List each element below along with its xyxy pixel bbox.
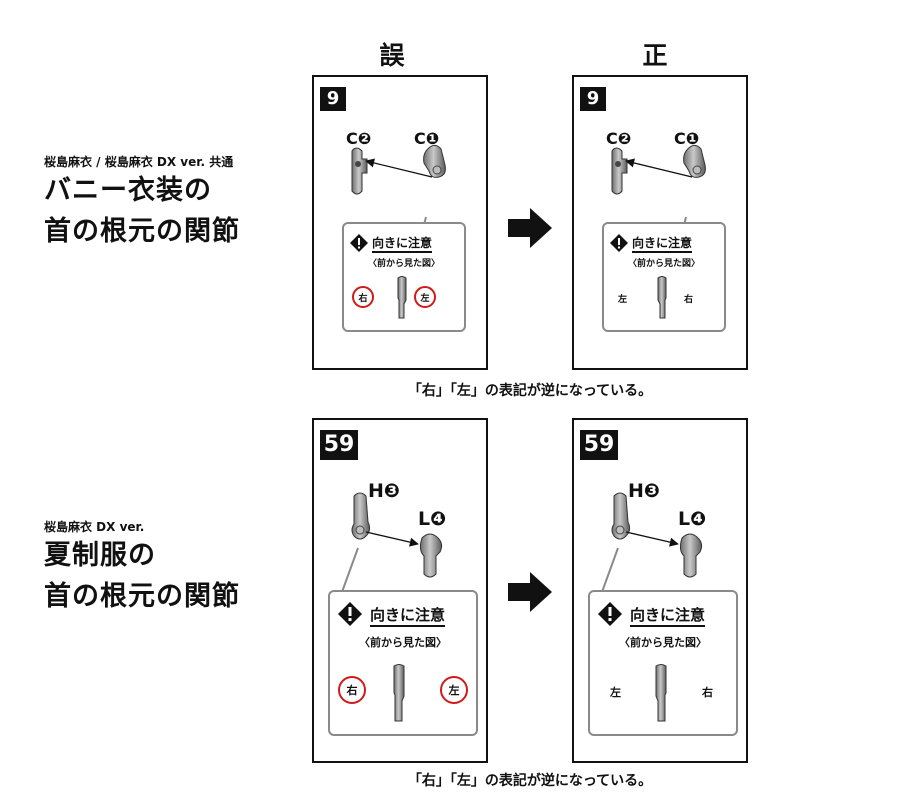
wrong-header: 誤 xyxy=(379,41,405,70)
section2-title-line1: 夏制服の xyxy=(44,540,156,571)
instruction-panel-wrong: 9 C❷ C❶ 向きに注意 〈前から見た図〉 右 左 xyxy=(312,75,488,370)
section2-caption: 「右」「左」の表記が逆になっている。 xyxy=(407,773,653,789)
neck-joint-part-l4 xyxy=(679,533,703,578)
part-label-c2: C❷ xyxy=(346,129,372,148)
direction-label-left: 左 xyxy=(618,295,628,305)
part-front-view xyxy=(393,664,405,722)
arrow-right-icon xyxy=(508,208,552,248)
warning-icon xyxy=(610,234,628,252)
part-label-l4: L❹ xyxy=(678,508,707,530)
callout-subtitle: 〈前から見た図〉 xyxy=(619,636,707,649)
callout-subtitle: 〈前から見た図〉 xyxy=(359,636,447,649)
callout-title: 向きに注意 xyxy=(630,604,706,627)
correct-header: 正 xyxy=(642,41,668,70)
part-diagram xyxy=(340,492,443,593)
arrow-right-icon xyxy=(508,572,552,612)
mark-circle-left: 左 xyxy=(414,286,436,308)
part-front-view xyxy=(397,276,407,319)
callout-subtitle: 〈前から見た図〉 xyxy=(627,259,700,269)
neck-joint-part-l4 xyxy=(419,533,443,578)
callout-subtitle: 〈前から見た図〉 xyxy=(367,259,440,269)
orientation-callout: 向きに注意 〈前から見た図〉 左 右 xyxy=(588,590,738,736)
callout-pointer xyxy=(340,547,359,593)
orientation-callout: 向きに注意 〈前から見た図〉 左 右 xyxy=(602,222,726,332)
part-label-c1: C❶ xyxy=(414,129,440,148)
part-front-view xyxy=(655,664,667,722)
instruction-panel-correct: 59 H❸ L❹ 向きに注意 〈前から見た図〉 左 右 xyxy=(572,418,748,763)
part-label-l4: L❹ xyxy=(418,508,447,530)
part-label-h3: H❸ xyxy=(368,480,400,502)
orientation-callout: 向きに注意 〈前から見た図〉 右 左 xyxy=(328,590,478,736)
instruction-panel-correct: 9 C❷ C❶ 向きに注意 〈前から見た図〉 左 右 xyxy=(572,75,748,370)
section1-subtitle: 桜島麻衣 / 桜島麻衣 DX ver. 共通 xyxy=(44,155,234,169)
mark-circle-left: 左 xyxy=(440,676,468,704)
assembly-arrow xyxy=(365,531,419,547)
neck-joint-part-c2 xyxy=(351,147,368,195)
mark-circle-right: 右 xyxy=(352,286,374,308)
direction-label-right: 右 xyxy=(684,295,694,305)
assembly-arrow xyxy=(365,158,433,178)
section1-title-line1: バニー衣装の xyxy=(44,175,212,206)
direction-label-left: 左 xyxy=(448,684,460,697)
warning-icon xyxy=(598,602,622,626)
instruction-panel-wrong: 59 H❸ L❹ 向きに注意 〈前から見た図〉 右 左 xyxy=(312,418,488,763)
mark-circle-right: 右 xyxy=(338,676,366,704)
callout-title: 向きに注意 xyxy=(632,234,693,253)
direction-label-left: 左 xyxy=(610,686,621,699)
step-number: 9 xyxy=(580,87,606,111)
direction-label-left: 左 xyxy=(420,293,430,304)
direction-label-right: 右 xyxy=(358,293,368,304)
callout-title: 向きに注意 xyxy=(370,604,446,627)
step-number: 59 xyxy=(580,430,618,460)
callout-title: 向きに注意 xyxy=(372,234,433,253)
neck-joint-part-c2 xyxy=(611,147,628,195)
assembly-arrow xyxy=(625,531,679,547)
part-diagram xyxy=(351,144,446,250)
section2-subtitle: 桜島麻衣 DX ver. xyxy=(44,520,145,534)
warning-icon xyxy=(350,234,368,252)
warning-icon xyxy=(338,602,362,626)
part-front-view xyxy=(657,276,667,319)
part-label-c1: C❶ xyxy=(674,129,700,148)
assembly-arrow xyxy=(625,158,693,178)
step-number: 9 xyxy=(320,87,346,111)
section1-title-line2: 首の根元の関節 xyxy=(44,216,240,247)
callout-pointer xyxy=(600,547,619,593)
part-label-c2: C❷ xyxy=(606,129,632,148)
section1-caption: 「右」「左」の表記が逆になっている。 xyxy=(407,383,653,399)
part-diagram xyxy=(600,492,703,593)
part-label-h3: H❸ xyxy=(628,480,660,502)
direction-label-right: 右 xyxy=(702,686,713,699)
orientation-callout: 向きに注意 〈前から見た図〉 右 左 xyxy=(342,222,466,332)
section2-title-line2: 首の根元の関節 xyxy=(44,581,240,612)
step-number: 59 xyxy=(320,430,358,460)
direction-label-right: 右 xyxy=(346,684,358,697)
